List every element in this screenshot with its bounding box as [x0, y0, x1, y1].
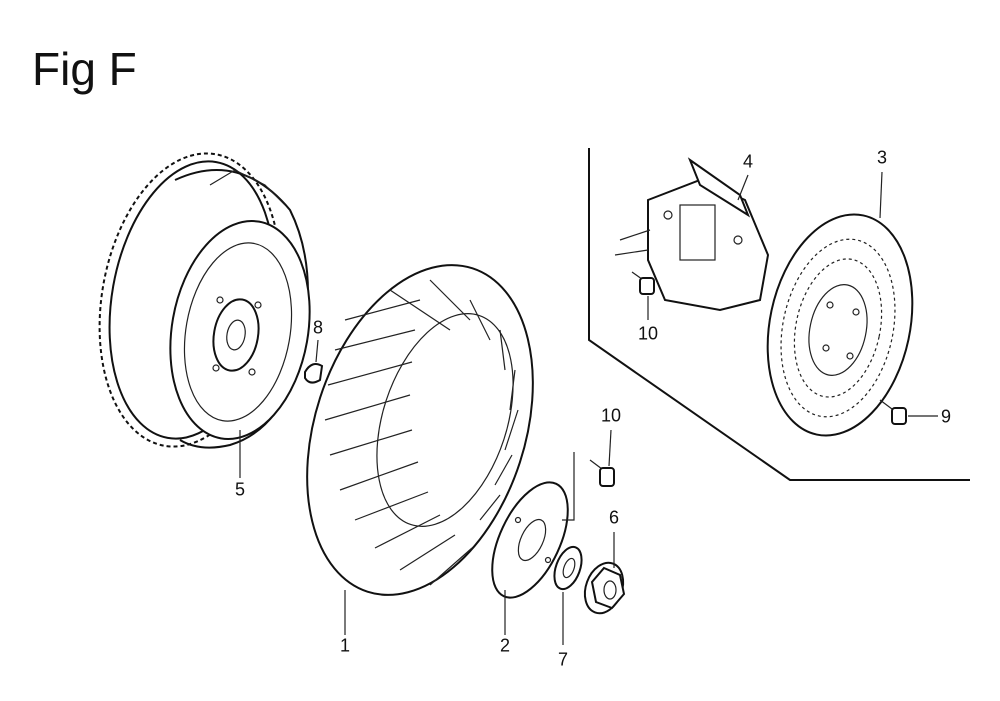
- callout-10-lower: 10: [600, 405, 622, 426]
- callout-5: 5: [234, 479, 246, 500]
- bolt-part-lower: [589, 459, 615, 487]
- washer-part: [553, 545, 583, 591]
- callout-4: 4: [742, 151, 754, 172]
- leader-3: [879, 171, 883, 219]
- callout-7: 7: [557, 649, 569, 670]
- inset-boundary: [588, 148, 970, 481]
- pulley-disc-part: [766, 213, 914, 437]
- callout-1: 1: [339, 635, 351, 656]
- leader-4: [737, 174, 749, 201]
- callout-3: 3: [876, 147, 888, 168]
- bracket-line: [562, 452, 575, 521]
- callout-9: 9: [940, 406, 952, 427]
- bolt-part-upper: [631, 271, 655, 295]
- callout-6: 6: [608, 507, 620, 528]
- flywheel-part: [98, 152, 311, 449]
- callout-2: 2: [499, 635, 511, 656]
- flange-nut-part: [583, 561, 626, 615]
- key-part: [304, 363, 324, 384]
- leader-8: [315, 339, 319, 363]
- leader-10-lower: [608, 429, 612, 467]
- cooling-fan-part: [306, 264, 534, 596]
- callout-8: 8: [312, 317, 324, 338]
- bracket-part: [614, 157, 770, 312]
- figure-title: Fig F: [32, 43, 137, 95]
- callout-10-upper: 10: [637, 323, 659, 344]
- screw-part: [879, 399, 907, 425]
- washer-plate-part: [491, 481, 569, 599]
